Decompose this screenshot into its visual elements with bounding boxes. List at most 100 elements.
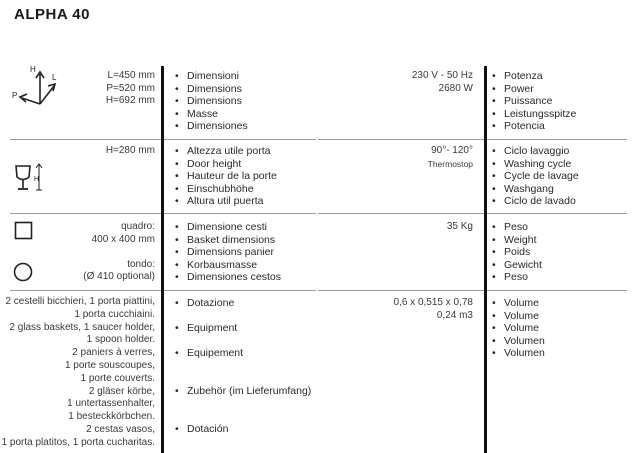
- row-separator-right-1: [487, 139, 627, 140]
- label-item: Equipment: [175, 322, 237, 335]
- cycle-labels: Ciclo lavaggio Washing cycle Cycle de la…: [492, 145, 579, 208]
- label-item: Potencia: [492, 120, 576, 133]
- row-separator-mid-1: [164, 139, 316, 140]
- equipment-line: 1 porta platitos, 1 porta cucharitas.: [1, 436, 155, 448]
- label-item: Potenza: [492, 70, 576, 83]
- label-item: Weight: [492, 234, 542, 247]
- cycle-time-value: 90°- 120°: [431, 145, 473, 156]
- basket-values: quadro: 400 x 400 mm tondo: (Ø 410 optio…: [83, 221, 155, 284]
- door-icon-label: H: [34, 176, 39, 183]
- equipment-label-5: Dotación: [175, 423, 228, 436]
- equipment-label-1: Dotazione: [175, 297, 234, 310]
- label-item: Dimensiones cestos: [175, 271, 281, 284]
- equipment-description: 2 cestelli bicchieri, 1 porta piattini, …: [2, 296, 155, 450]
- axis-label-h: H: [30, 65, 36, 74]
- equipment-label-4: Zubehör (im Lieferumfang): [175, 385, 311, 398]
- door-labels: Altezza utile porta Door height Hauteur …: [175, 145, 277, 208]
- label-item: Volumen: [492, 335, 545, 348]
- axis-label-p: P: [12, 91, 17, 100]
- glass-door-height-icon: H: [15, 163, 43, 191]
- label-item: Korbausmasse: [175, 259, 281, 272]
- equipment-label-2: Equipment: [175, 322, 237, 335]
- row-separator-mid-2: [164, 213, 316, 214]
- label-item: Door height: [175, 158, 277, 171]
- label-item: Equipement: [175, 347, 243, 360]
- label-item: Power: [492, 83, 576, 96]
- label-item: Altezza utile porta: [175, 145, 277, 158]
- basket-labels: Dimensione cesti Basket dimensions Dimen…: [175, 221, 281, 284]
- row-separator-center-2: [318, 213, 484, 214]
- dimension-values: L=450 mm P=520 mm H=692 mm: [106, 70, 155, 108]
- cycle-values: 90°- 120° Thermostop: [428, 145, 473, 170]
- row-separator-left-2: [10, 213, 161, 214]
- label-item: Cycle de lavage: [492, 170, 579, 183]
- square-basket-icon: [14, 221, 33, 240]
- equipment-line: 2 cestas vasos,: [86, 423, 155, 435]
- row-separator-right-2: [487, 213, 627, 214]
- basket-value: [83, 246, 155, 259]
- label-item: Dimensiones: [175, 120, 248, 133]
- label-item: Puissance: [492, 95, 576, 108]
- basket-value: 400 x 400 mm: [91, 233, 155, 245]
- row-separator-center-3: [318, 290, 484, 291]
- label-item: Peso: [492, 221, 542, 234]
- label-item: Dimensions: [175, 83, 248, 96]
- label-item: Peso: [492, 271, 542, 284]
- label-item: Masse: [175, 108, 248, 121]
- label-item: Ciclo lavaggio: [492, 145, 579, 158]
- product-title: ALPHA 40: [14, 6, 90, 23]
- dimension-value: H=692 mm: [105, 95, 155, 106]
- label-item: Washing cycle: [492, 158, 579, 171]
- label-item: Volume: [492, 322, 545, 335]
- equipment-line: 1 porte couverts.: [80, 372, 155, 384]
- equipment-line: 1 spoon holder.: [86, 334, 155, 346]
- label-item: Dotación: [175, 423, 228, 436]
- volume-value: 0,6 x 0,515 x 0,78: [393, 297, 473, 308]
- label-item: Dimensions panier: [175, 246, 281, 259]
- weight-value: 35 Kg: [446, 221, 473, 232]
- label-item: Dimensions: [175, 95, 248, 108]
- equipment-line: 1 untertassenhalter,: [67, 398, 155, 410]
- door-height-value: H=280 mm: [105, 145, 155, 156]
- row-separator-mid-3: [164, 290, 316, 291]
- row-separator-center-1: [318, 139, 484, 140]
- label-item: Ciclo de lavado: [492, 195, 579, 208]
- label-item: Hauteur de la porte: [175, 170, 277, 183]
- volume-value: 0,24 m3: [436, 309, 473, 321]
- power-labels: Potenza Power Puissance Leistungsspitze …: [492, 70, 576, 133]
- basket-value: quadro:: [121, 221, 155, 232]
- label-item: Einschubhöhe: [175, 183, 277, 196]
- dimension-value: L=450 mm: [107, 70, 155, 81]
- right-column-divider: [484, 66, 487, 453]
- label-item: Altura util puerta: [175, 195, 277, 208]
- equipment-line: 2 glass baskets, 1 saucer holder,: [9, 321, 155, 333]
- equipment-line: 2 cestelli bicchieri, 1 porta piattini,: [5, 296, 155, 307]
- label-item: Leistungsspitze: [492, 108, 576, 121]
- label-item: Basket dimensions: [175, 234, 281, 247]
- equipment-line: 1 besteckkörbchen.: [68, 411, 155, 423]
- label-item: Volume: [492, 297, 545, 310]
- basket-value: tondo:: [127, 258, 155, 270]
- label-item: Dimensione cesti: [175, 221, 281, 234]
- equipment-label-3: Equipement: [175, 347, 243, 360]
- label-item: Dimensioni: [175, 70, 248, 83]
- equipment-line: 2 gläser körbe,: [88, 385, 155, 397]
- row-separator-right-3: [487, 290, 627, 291]
- basket-value: (Ø 410 optional): [83, 271, 155, 282]
- volume-values: 0,6 x 0,515 x 0,78 0,24 m3: [393, 297, 473, 322]
- equipment-line: 1 porta cucchiaini.: [74, 308, 155, 320]
- cycle-thermostop-value: Thermostop: [427, 158, 473, 169]
- label-item: Washgang: [492, 183, 579, 196]
- power-value: 230 V - 50 Hz: [411, 70, 473, 81]
- label-item: Volume: [492, 310, 545, 323]
- label-item: Volumen: [492, 347, 545, 360]
- label-item: Dotazione: [175, 297, 234, 310]
- volume-labels: Volume Volume Volume Volumen Volumen: [492, 297, 545, 360]
- row-separator-left-1: [10, 139, 161, 140]
- equipment-line: 1 porte souscoupes,: [64, 359, 155, 371]
- power-values: 230 V - 50 Hz 2680 W: [412, 70, 473, 95]
- dimension-value: P=520 mm: [106, 82, 155, 94]
- round-basket-icon: [13, 262, 33, 282]
- label-item: Zubehör (im Lieferumfang): [175, 385, 311, 398]
- label-item: Gewicht: [492, 259, 542, 272]
